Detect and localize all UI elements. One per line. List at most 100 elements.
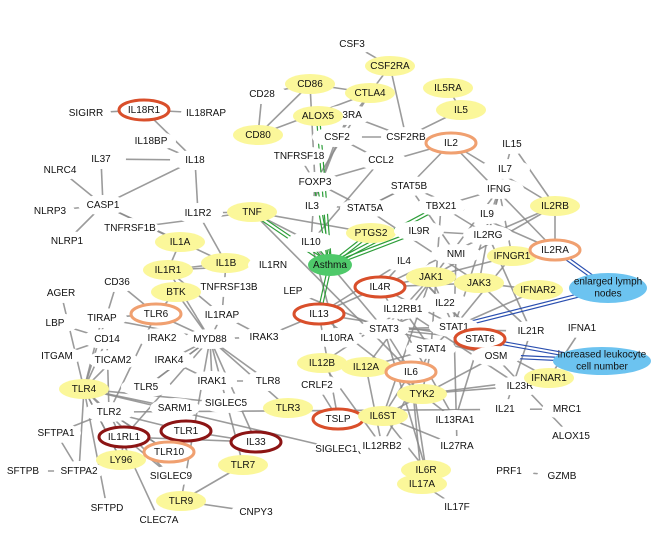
node-il21[interactable]: IL21 (480, 399, 530, 419)
node-cd80[interactable]: CD80 (233, 125, 283, 145)
node-mrc1[interactable]: MRC1 (542, 399, 592, 419)
node-il27ra[interactable]: IL27RA (432, 436, 482, 456)
node-sarm1[interactable]: SARM1 (150, 398, 200, 418)
node-sftpb[interactable]: SFTPB (0, 461, 48, 481)
node-sigirr[interactable]: SIGIRR (61, 103, 111, 123)
node-il2[interactable]: IL2 (424, 131, 478, 155)
node-cd28[interactable]: CD28 (237, 84, 287, 104)
node-irak2[interactable]: IRAK2 (137, 328, 187, 348)
node-il2rb[interactable]: IL2RB (530, 196, 580, 216)
node-casp1[interactable]: CASP1 (78, 195, 128, 215)
node-cd86[interactable]: CD86 (285, 74, 335, 94)
node-cd14[interactable]: CD14 (82, 329, 132, 349)
node-stat5a[interactable]: STAT5A (340, 198, 390, 218)
node-jak3[interactable]: JAK3 (454, 273, 504, 293)
node-alox15[interactable]: ALOX15 (546, 426, 596, 446)
node-il37[interactable]: IL37 (76, 149, 126, 169)
node-siglec9[interactable]: SIGLEC9 (146, 466, 196, 486)
node-il12a[interactable]: IL12A (341, 357, 391, 377)
node-cd36[interactable]: CD36 (92, 272, 142, 292)
node-il12b[interactable]: IL12B (297, 353, 347, 373)
node-il12rb2[interactable]: IL12RB2 (355, 436, 409, 456)
node-il9[interactable]: IL9 (462, 204, 512, 224)
node-tlr2[interactable]: TLR2 (84, 402, 134, 422)
node-il10ra[interactable]: IL10RA (312, 328, 362, 348)
node-ticam2[interactable]: TICAM2 (88, 350, 138, 370)
node-sftpd[interactable]: SFTPD (82, 498, 132, 518)
node-il2rg[interactable]: IL2RG (463, 225, 513, 245)
node-prf1[interactable]: PRF1 (484, 461, 534, 481)
node-tlr10[interactable]: TLR10 (142, 440, 196, 464)
node-clec7a[interactable]: CLEC7A (134, 510, 184, 530)
node-sftpa2[interactable]: SFTPA2 (54, 461, 104, 481)
node-il9r[interactable]: IL9R (394, 221, 444, 241)
node-crlf2[interactable]: CRLF2 (292, 375, 342, 395)
node-il6[interactable]: IL6 (384, 360, 438, 384)
node-nlrc4[interactable]: NLRC4 (35, 160, 85, 180)
node-ptgs2[interactable]: PTGS2 (346, 223, 396, 243)
node-il2ra[interactable]: IL2RA (528, 238, 582, 262)
node-tnfrsf13b[interactable]: TNFRSF13B (197, 277, 261, 297)
node-il13[interactable]: IL13 (292, 302, 346, 326)
node-il10[interactable]: IL10 (286, 232, 336, 252)
node-stat6[interactable]: STAT6 (453, 327, 507, 351)
node-tlr1[interactable]: TLR1 (159, 419, 213, 443)
node-foxp3[interactable]: FOXP3 (290, 172, 340, 192)
node-stat5b[interactable]: STAT5B (384, 176, 434, 196)
node-tnfrsf1b[interactable]: TNFRSF1B (101, 218, 159, 238)
node-itgam[interactable]: ITGAM (32, 346, 82, 366)
node-ifngr1[interactable]: IFNGR1 (487, 246, 537, 266)
node-il1rl1[interactable]: IL1RL1 (97, 425, 151, 449)
node-tbx21[interactable]: TBX21 (416, 196, 466, 216)
node-tlr7[interactable]: TLR7 (218, 455, 268, 475)
node-tlr9[interactable]: TLR9 (156, 491, 206, 511)
node-ccl2[interactable]: CCL2 (356, 150, 406, 170)
node-il17f[interactable]: IL17F (432, 497, 482, 517)
node-irak4[interactable]: IRAK4 (144, 350, 194, 370)
node-tlr4[interactable]: TLR4 (59, 379, 109, 399)
node-il4r[interactable]: IL4R (353, 275, 407, 299)
node-lep[interactable]: LEP (268, 281, 318, 301)
node-ifnar2[interactable]: IFNAR2 (513, 280, 563, 300)
node-nlrp1[interactable]: NLRP1 (42, 231, 92, 251)
node-nlrp3[interactable]: NLRP3 (25, 201, 75, 221)
node-tlr8[interactable]: TLR8 (243, 371, 293, 391)
node-stat4[interactable]: STAT4 (406, 339, 456, 359)
node-irak1[interactable]: IRAK1 (187, 371, 237, 391)
node-il1r2[interactable]: IL1R2 (173, 203, 223, 223)
node-il12rb1[interactable]: IL12RB1 (376, 299, 430, 319)
node-ager[interactable]: AGER (36, 283, 86, 303)
node-tlr6[interactable]: TLR6 (129, 302, 183, 326)
node-csf2rb[interactable]: CSF2RB (381, 127, 431, 147)
node-ly96[interactable]: LY96 (96, 450, 146, 470)
node-siglec5[interactable]: SIGLEC5 (201, 393, 251, 413)
node-csf2[interactable]: CSF2 (312, 127, 362, 147)
node-il18rap[interactable]: IL18RAP (181, 103, 231, 123)
node-ctla4[interactable]: CTLA4 (345, 83, 395, 103)
node-tslp[interactable]: TSLP (311, 407, 365, 431)
node-il33[interactable]: IL33 (229, 430, 283, 454)
node-il21r[interactable]: IL21R (506, 321, 556, 341)
node-ifna1[interactable]: IFNA1 (557, 318, 607, 338)
node-il7[interactable]: IL7 (480, 159, 530, 179)
node-il5[interactable]: IL5 (436, 100, 486, 120)
node-csf2ra[interactable]: CSF2RA (365, 56, 415, 76)
node-nmi[interactable]: NMI (431, 244, 481, 264)
node-il22[interactable]: IL22 (420, 293, 470, 313)
node-il5ra[interactable]: IL5RA (423, 78, 473, 98)
node-il15[interactable]: IL15 (487, 134, 537, 154)
node-tirap[interactable]: TIRAP (77, 308, 127, 328)
node-tlr5[interactable]: TLR5 (121, 377, 171, 397)
node-il1rn[interactable]: IL1RN (248, 255, 298, 275)
node-osm[interactable]: OSM (471, 346, 521, 366)
node-gzmb[interactable]: GZMB (537, 466, 587, 486)
node-il1a[interactable]: IL1A (155, 232, 205, 252)
node-lbp[interactable]: LBP (30, 313, 80, 333)
node-tyk2[interactable]: TYK2 (397, 384, 447, 404)
node-myd88[interactable]: MYD88 (185, 329, 235, 349)
node-siglec1[interactable]: SIGLEC1( (313, 439, 363, 459)
node-sftpa1[interactable]: SFTPA1 (31, 423, 81, 443)
node-csf3[interactable]: CSF3 (327, 34, 377, 54)
node-il17a[interactable]: IL17A (397, 474, 447, 494)
